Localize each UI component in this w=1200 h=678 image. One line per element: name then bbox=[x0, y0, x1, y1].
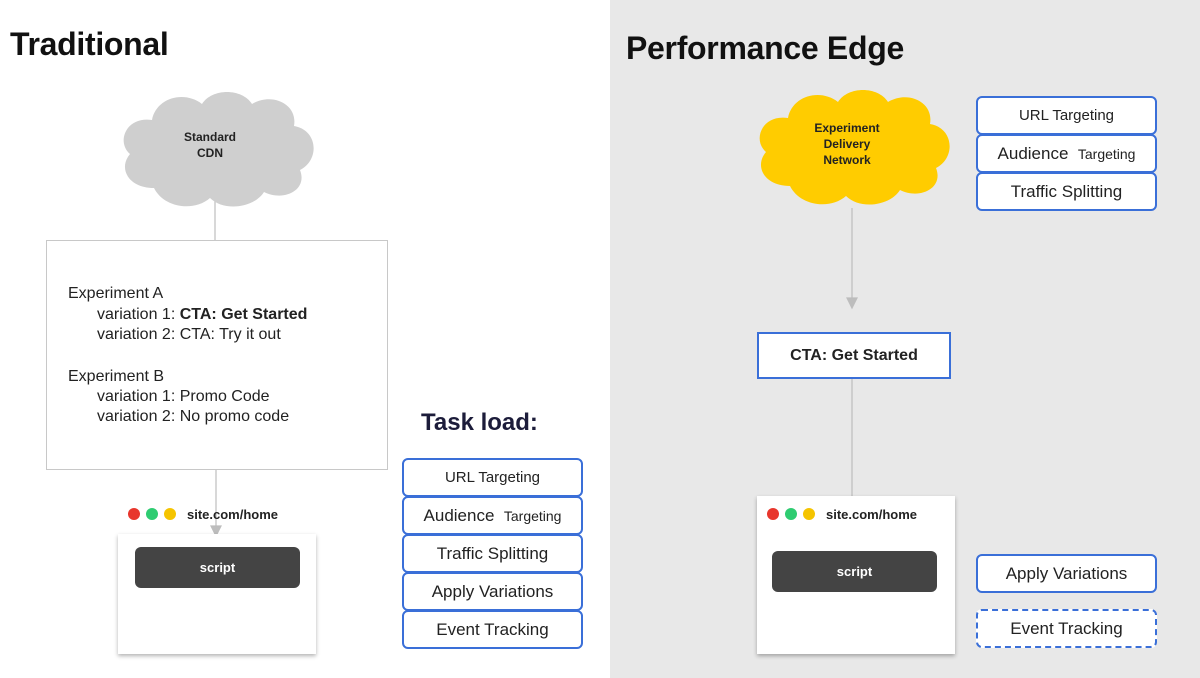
edge-task-apply-variations: Apply Variations bbox=[976, 554, 1157, 593]
site-arrowhead bbox=[210, 525, 222, 538]
edge-site-url: site.com/home bbox=[826, 507, 918, 522]
experiment-a-variation-1: variation 1: CTA: Get Started bbox=[97, 306, 308, 323]
script-block: script bbox=[135, 547, 300, 588]
task-traffic-splitting: Traffic Splitting bbox=[402, 534, 583, 573]
yellow-dot-icon bbox=[803, 508, 815, 520]
edge-window-dots bbox=[767, 508, 815, 520]
edge-task-event-tracking: Event Tracking bbox=[976, 609, 1157, 648]
edge-task-url-targeting: URL Targeting bbox=[976, 96, 1157, 135]
window-dots bbox=[128, 508, 176, 520]
yellow-dot-icon bbox=[164, 508, 176, 520]
edge-script-block: script bbox=[772, 551, 937, 592]
task-event-tracking: Event Tracking bbox=[402, 610, 583, 649]
standard-cdn-label: Standard CDN bbox=[183, 130, 236, 160]
edge-task-traffic-splitting: Traffic Splitting bbox=[976, 172, 1157, 211]
experiment-a-label: Experiment A bbox=[68, 285, 164, 302]
green-dot-icon bbox=[785, 508, 797, 520]
red-dot-icon bbox=[128, 508, 140, 520]
experiment-delivery-network-cloud-icon bbox=[759, 90, 950, 205]
task-url-targeting: URL Targeting bbox=[402, 458, 583, 497]
site-url: site.com/home bbox=[187, 507, 279, 522]
red-dot-icon bbox=[767, 508, 779, 520]
experiment-b-label: Experiment B bbox=[68, 368, 165, 385]
edge-task-audience-targeting: Audience Targeting bbox=[976, 134, 1157, 173]
green-dot-icon bbox=[146, 508, 158, 520]
experiment-delivery-network-label: Experiment Delivery Network bbox=[814, 121, 880, 167]
performance-edge-heading: Performance Edge bbox=[626, 30, 904, 66]
experiment-a-variation-2: variation 2: CTA: Try it out bbox=[97, 326, 281, 343]
traditional-heading: Traditional bbox=[10, 26, 169, 62]
task-load-title: Task load: bbox=[421, 409, 538, 436]
standard-cdn-cloud-icon bbox=[123, 92, 314, 207]
task-apply-variations: Apply Variations bbox=[402, 572, 583, 611]
experiments-box bbox=[46, 240, 388, 470]
cta-get-started-box: CTA: Get Started bbox=[757, 332, 951, 379]
edn-arrowhead bbox=[846, 297, 858, 310]
experiment-b-variation-1: variation 1: Promo Code bbox=[97, 388, 270, 405]
experiment-b-variation-2: variation 2: No promo code bbox=[97, 408, 290, 425]
task-audience-targeting: Audience Targeting bbox=[402, 496, 583, 535]
